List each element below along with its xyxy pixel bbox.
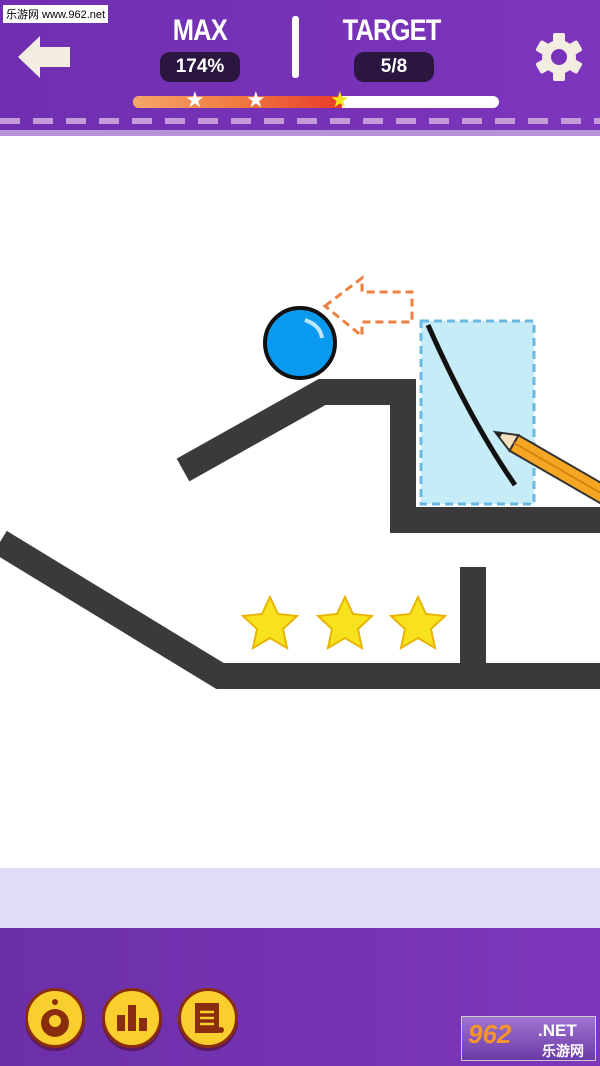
collectible-stars xyxy=(240,594,448,651)
logo-cn: 乐游网 xyxy=(542,1043,584,1059)
ball xyxy=(263,306,337,380)
progress-star-icon: ★ xyxy=(330,87,350,112)
progress-bar xyxy=(133,96,499,108)
progress-fill xyxy=(133,96,342,108)
max-label: MAX xyxy=(172,14,228,47)
direction-arrow-icon xyxy=(322,274,414,340)
ground-ramp xyxy=(0,530,600,689)
hint-button[interactable] xyxy=(25,988,85,1048)
star-icon xyxy=(315,594,375,651)
logo-number: 962 xyxy=(468,1019,512,1049)
back-arrow-icon[interactable] xyxy=(16,34,72,80)
settings-gear-icon[interactable] xyxy=(534,32,584,82)
star-icon xyxy=(388,594,448,651)
star-icon xyxy=(240,594,300,651)
leaderboard-button[interactable] xyxy=(102,988,162,1048)
progress-star-icon: ★ xyxy=(246,87,266,112)
header-band xyxy=(0,130,600,136)
site-logo: 962 .NET 乐游网 xyxy=(461,1016,596,1061)
logo-net: .NET xyxy=(538,1021,577,1040)
max-value: 174% xyxy=(160,52,240,82)
bomb-icon xyxy=(41,999,69,1037)
scroll-icon xyxy=(195,1003,224,1033)
drawn-line xyxy=(425,323,518,487)
progress-star-icon: ★ xyxy=(185,87,205,112)
game-board[interactable] xyxy=(0,136,600,868)
drawing-ink-band xyxy=(0,868,600,928)
bar-chart-icon xyxy=(117,1005,147,1031)
levels-button[interactable] xyxy=(178,988,238,1048)
dashed-divider xyxy=(0,118,600,124)
header-separator xyxy=(292,16,299,78)
target-label: TARGET xyxy=(342,14,442,47)
upper-platform xyxy=(176,379,600,533)
target-value: 5/8 xyxy=(354,52,434,82)
pencil-icon xyxy=(492,430,600,508)
watermark: 乐游网 www.962.net xyxy=(3,5,109,23)
